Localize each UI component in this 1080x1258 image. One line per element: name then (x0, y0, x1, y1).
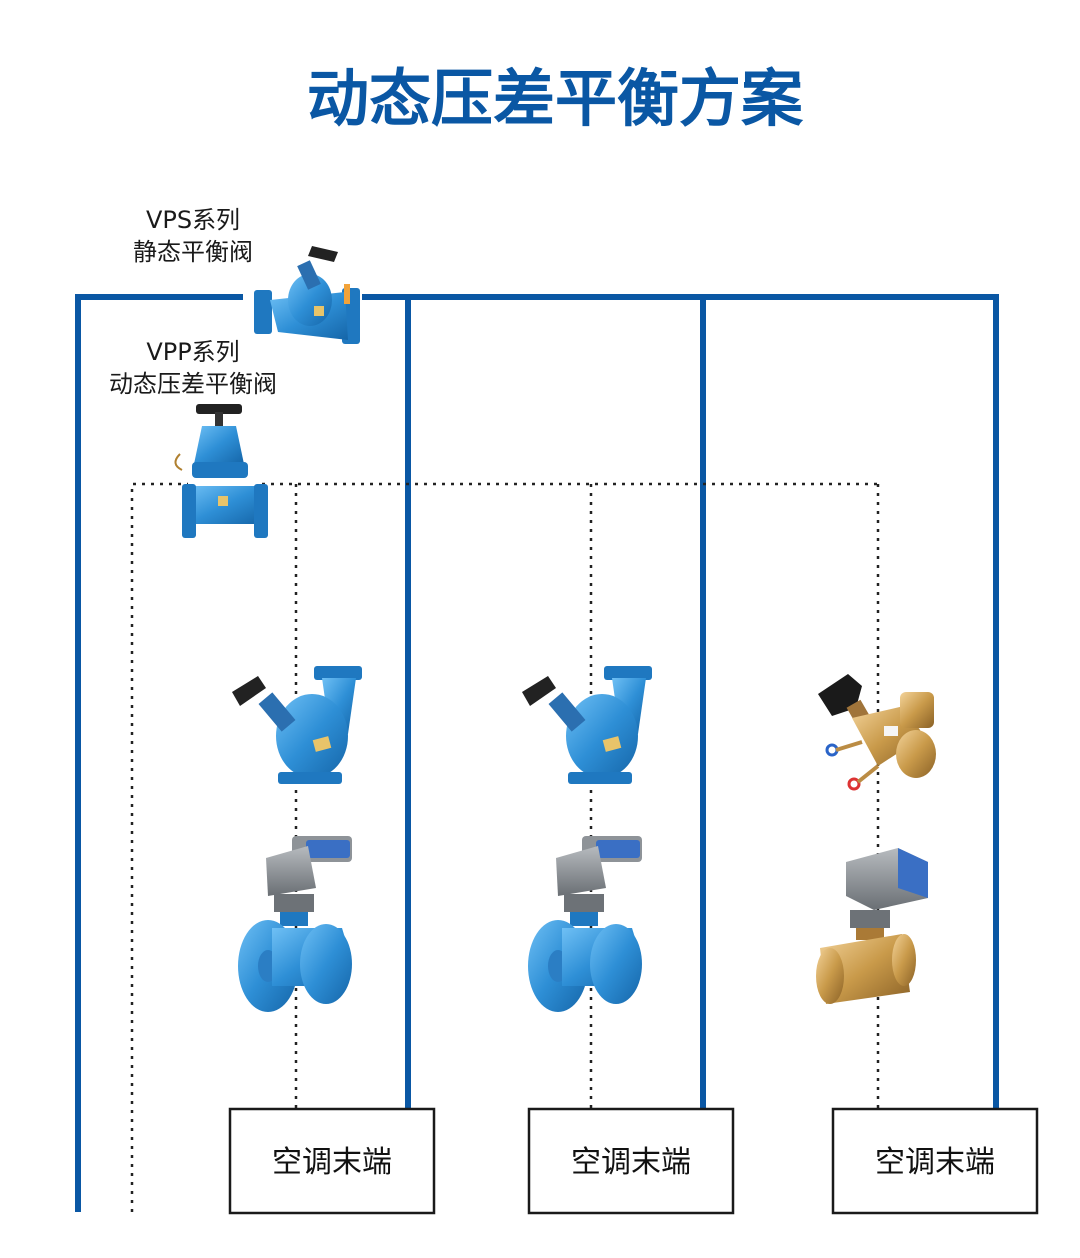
terminal-unit: 空调末端 (831, 1107, 1039, 1215)
terminal-unit: 空调末端 (228, 1107, 436, 1215)
return-pipes (130, 482, 880, 1212)
supply-main-left (75, 294, 243, 1212)
brass-balancing-valve-icon (818, 674, 936, 791)
motorized-valve-icon (238, 836, 352, 1012)
static-balancing-valve-icon (232, 666, 362, 784)
vpp-name-label: 动态压差平衡阀 (109, 370, 277, 398)
terminal-box (831, 1107, 1039, 1215)
terminal-unit: 空调末端 (527, 1107, 735, 1215)
vpp-series-label: VPP系列 (146, 338, 239, 366)
terminal-box (527, 1107, 735, 1215)
static-balancing-valve-icon (254, 246, 360, 344)
motorized-valve-icon (528, 836, 642, 1012)
vps-name-label: 静态平衡阀 (133, 238, 253, 266)
brass-motorized-valve-icon (816, 848, 928, 1004)
return-main (130, 482, 188, 1212)
page-title: 动态压差平衡方案 (307, 62, 804, 135)
terminal-box (228, 1107, 436, 1215)
terminal-label: 空调末端 (875, 1145, 995, 1180)
vps-series-label: VPS系列 (146, 206, 240, 234)
dp-balancing-valve-icon (174, 404, 268, 538)
terminal-label: 空调末端 (571, 1145, 691, 1180)
terminal-label: 空调末端 (272, 1145, 392, 1180)
static-balancing-valve-icon (522, 666, 652, 784)
supply-main-right (362, 294, 999, 1108)
main-pipes (75, 294, 999, 1212)
